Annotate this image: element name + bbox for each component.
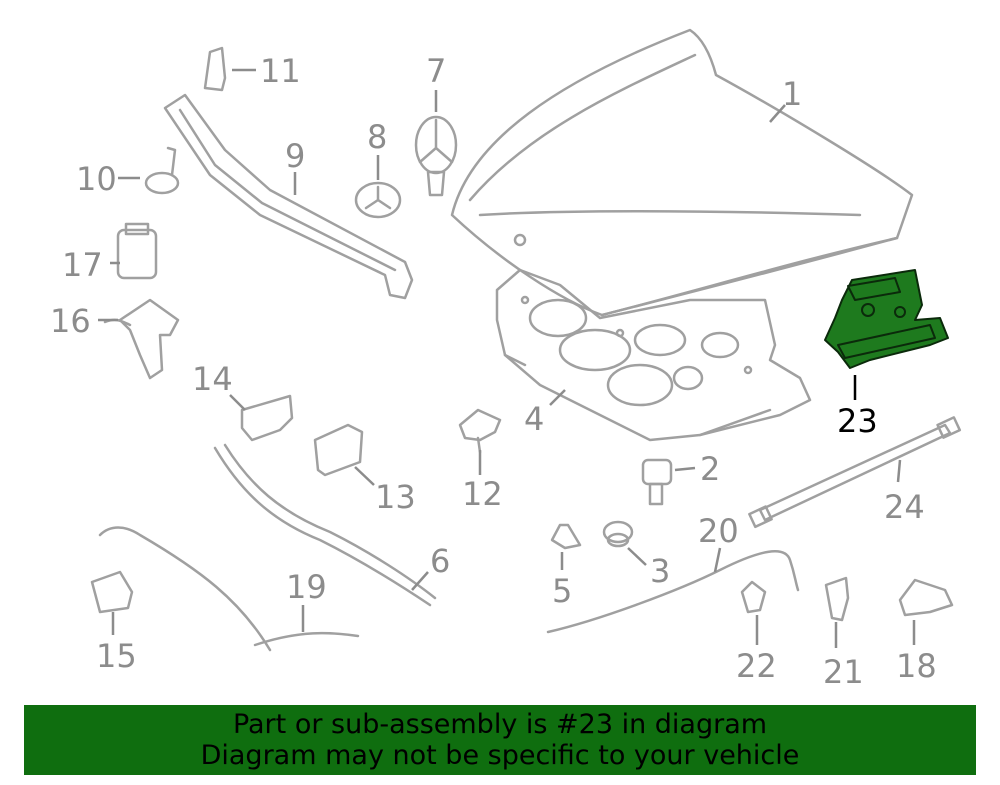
part-21-bracket <box>824 576 850 622</box>
callout-4: 4 <box>524 400 544 438</box>
callout-10: 10 <box>76 160 117 198</box>
part-7-star <box>414 115 458 197</box>
callout-14: 14 <box>192 360 233 398</box>
part-12-retainer <box>458 408 502 454</box>
info-banner: Part or sub-assembly is #23 in diagram D… <box>24 705 976 775</box>
part-16-bracket <box>103 298 180 380</box>
part-2-buffer <box>641 458 673 506</box>
part-17-bump-stop <box>116 222 158 280</box>
part-22-clip <box>740 580 767 614</box>
part-9-seal-strip <box>163 93 414 300</box>
callout-15: 15 <box>96 637 137 675</box>
part-23-highlighted-assembly <box>824 269 949 369</box>
callout-2: 2 <box>700 450 720 488</box>
part-24-gas-strut <box>748 416 962 529</box>
callout-5: 5 <box>552 572 572 610</box>
part-20-release-cable <box>546 550 800 634</box>
part-8-emblem <box>354 181 402 219</box>
callout-22: 22 <box>736 647 777 685</box>
banner-line-disclaimer: Diagram may not be specific to your vehi… <box>200 740 800 771</box>
callout-8: 8 <box>367 118 387 156</box>
part-13-catch <box>313 423 364 477</box>
callout-18: 18 <box>896 647 937 685</box>
callout-13: 13 <box>375 478 416 516</box>
part-3-grommet <box>602 520 634 548</box>
callout-23-highlighted: 23 <box>837 402 878 440</box>
part-14-latch <box>240 394 294 442</box>
callout-19: 19 <box>286 568 327 606</box>
callout-21: 21 <box>823 653 864 691</box>
callout-11: 11 <box>260 52 301 90</box>
callout-1: 1 <box>782 75 802 113</box>
part-18-hinge-latch <box>898 578 954 617</box>
callout-17: 17 <box>62 246 103 284</box>
part-4-hood-inner-panel <box>495 268 812 442</box>
part-19-cable <box>98 526 360 652</box>
part-1-hood <box>450 28 914 317</box>
leader-lines <box>98 68 916 648</box>
part-5-clip <box>550 523 582 550</box>
callout-labels: 1 2 3 4 5 6 7 8 9 10 11 12 13 14 15 16 1… <box>50 52 937 691</box>
part-6-seal <box>213 443 437 607</box>
part-11-clip <box>203 46 227 92</box>
callout-16: 16 <box>50 302 91 340</box>
callout-9: 9 <box>285 137 305 175</box>
callout-3: 3 <box>650 552 670 590</box>
callout-6: 6 <box>430 542 450 580</box>
part-10-push-pin <box>144 146 180 195</box>
callout-12: 12 <box>462 475 503 513</box>
callout-24: 24 <box>884 488 925 526</box>
banner-line-part-number: Part or sub-assembly is #23 in diagram <box>232 709 768 740</box>
callout-7: 7 <box>426 52 446 90</box>
part-15-handle <box>90 570 134 614</box>
callout-20: 20 <box>698 512 739 550</box>
